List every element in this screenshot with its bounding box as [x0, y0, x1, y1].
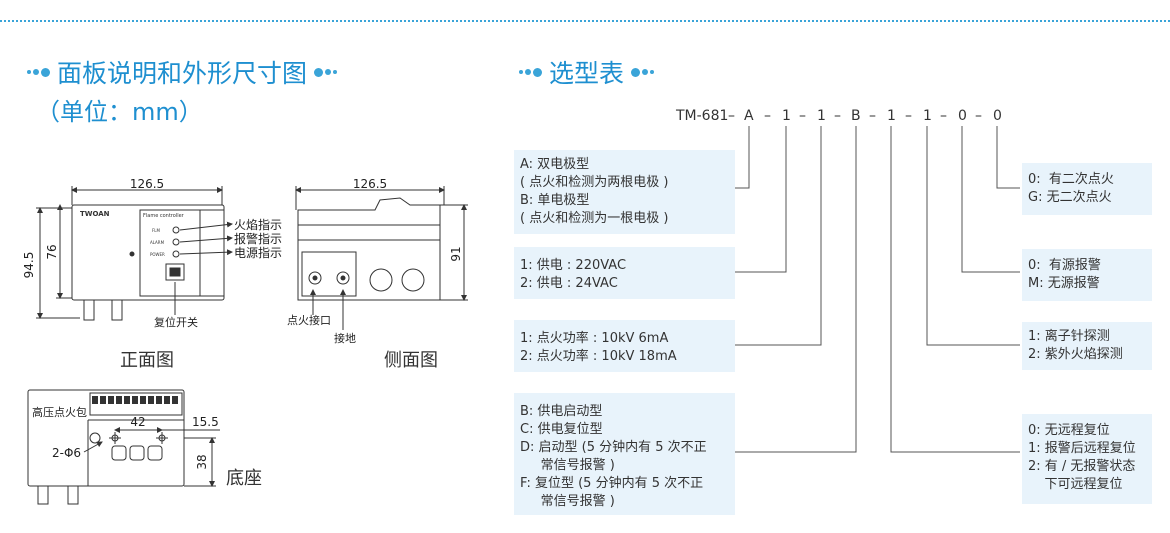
option-line: M: 无源报警: [1028, 276, 1100, 291]
base-dim-38: 38: [195, 454, 209, 469]
base-view-drawing: [27, 389, 220, 505]
option-box-electrode-type: A: 双电极型 ( 点火和检测为两根电极 ) B: 单电极型 ( 点火和检测为一…: [514, 150, 735, 234]
option-line: 2: 紫外火焰探测: [1028, 347, 1123, 362]
front-panel-title: Flame controller: [143, 213, 185, 219]
front-led-label: POWER: [150, 252, 165, 257]
base-dim-15-5: 15.5: [192, 415, 219, 429]
top-dotted-rule: [0, 20, 1170, 22]
left-section-subtitle: （单位：mm）: [36, 98, 203, 126]
model-code-prefix: TM-681: [676, 108, 729, 124]
option-line: A: 双电极型: [520, 157, 590, 172]
base-terminal-strip: [92, 396, 178, 404]
option-line: 2: 供电 : 24VAC: [520, 276, 618, 291]
option-line: D: 启动型 (5 分钟内有 5 次不正: [520, 440, 707, 455]
header-deco-left-icon: [26, 67, 51, 77]
option-line: ( 点火和检测为一根电极 ): [520, 211, 669, 226]
model-code-sep: –: [975, 108, 982, 124]
header-deco-left-icon: [518, 67, 543, 77]
power-indicator-label: 电源指示: [234, 245, 282, 260]
side-height-dim: 91: [449, 246, 463, 261]
model-code-connectors: [735, 126, 1020, 453]
model-code-sep: –: [905, 108, 912, 124]
model-code-sep: –: [728, 108, 735, 124]
option-line: 1: 点火功率 : 10kV 6mA: [520, 331, 669, 346]
front-led-label: ALARM: [150, 240, 165, 245]
option-line: ( 点火和检测为两根电极 ): [520, 175, 669, 190]
side-width-dim: 126.5: [353, 177, 387, 191]
option-line: F: 复位型 (5 分钟内有 5 次不正: [520, 476, 704, 491]
option-line: 常信号报警 ): [520, 458, 615, 473]
option-line: B: 供电启动型: [520, 404, 603, 419]
ground-label: 接地: [334, 332, 356, 345]
ignition-pack-label: 高压点火包: [32, 405, 87, 419]
option-box-secondary-ignition: 0: 有二次点火 G: 无二次点火: [1022, 163, 1152, 215]
model-code-sep: –: [940, 108, 947, 124]
option-line: 2: 有 / 无报警状态: [1028, 459, 1136, 474]
base-hole-label: 2-Φ6: [52, 446, 81, 460]
header-deco-right-icon: [630, 67, 655, 77]
option-line: 2: 点火功率 : 10kV 18mA: [520, 349, 677, 364]
option-line: C: 供电复位型: [520, 422, 603, 437]
model-code-segment: 0: [993, 108, 1002, 124]
option-line: G: 无二次点火: [1028, 190, 1112, 205]
option-line: 0: 有源报警: [1028, 258, 1101, 273]
option-line: 0: 有二次点火: [1028, 172, 1114, 187]
base-dim-42: 42: [130, 415, 145, 429]
front-brand-logo: TWOAN: [80, 210, 110, 218]
base-view-caption: 底座: [226, 468, 262, 489]
model-code-segment: 0: [958, 108, 967, 124]
model-code-segment: 1: [782, 108, 791, 124]
left-section-title: 面板说明和外形尺寸图: [57, 59, 308, 88]
right-section-header: 选型表: [512, 54, 661, 90]
model-code-segment: 1: [817, 108, 826, 124]
front-height-outer-dim: 94.5: [22, 252, 36, 279]
model-code-segment: 1: [923, 108, 932, 124]
reset-switch-label: 复位开关: [154, 315, 198, 329]
ignition-port-label: 点火接口: [287, 314, 331, 327]
option-line: 1: 供电 : 220VAC: [520, 258, 627, 273]
option-box-remote-reset: 0: 无远程复位 1: 报警后远程复位 2: 有 / 无报警状态 下可远程复位: [1022, 414, 1152, 504]
front-height-inner-dim: 76: [45, 244, 59, 259]
option-box-ignition-power: 1: 点火功率 : 10kV 6mA 2: 点火功率 : 10kV 18mA: [514, 320, 735, 372]
header-deco-right-icon: [313, 67, 338, 77]
option-box-detection: 1: 离子针探测 2: 紫外火焰探测: [1022, 322, 1152, 370]
right-section-title: 选型表: [549, 59, 625, 88]
model-code-segment: A: [744, 108, 754, 124]
option-box-start-mode: B: 供电启动型 C: 供电复位型 D: 启动型 (5 分钟内有 5 次不正 常…: [514, 393, 735, 515]
left-section-header: 面板说明和外形尺寸图: [20, 54, 344, 90]
model-code-sep: –: [869, 108, 876, 124]
side-view-caption: 侧面图: [384, 350, 438, 371]
option-line: 下可远程复位: [1028, 477, 1123, 492]
flame-indicator-label: 火焰指示: [234, 217, 282, 232]
option-line: 1: 报警后远程复位: [1028, 441, 1136, 456]
front-view-caption: 正面图: [120, 350, 174, 371]
model-code-segment: B: [851, 108, 861, 124]
option-box-power-supply: 1: 供电 : 220VAC 2: 供电 : 24VAC: [514, 247, 735, 299]
front-led-label: FLM: [152, 228, 161, 233]
front-view-drawing: [36, 186, 233, 321]
option-box-alarm-type: 0: 有源报警 M: 无源报警: [1022, 249, 1152, 301]
option-line: 常信号报警 ): [520, 494, 615, 509]
model-code-segment: 1: [887, 108, 896, 124]
side-view-drawing: [295, 186, 468, 330]
model-code-sep: –: [764, 108, 771, 124]
model-code-sep: –: [834, 108, 841, 124]
option-line: 0: 无远程复位: [1028, 423, 1110, 438]
option-line: B: 单电极型: [520, 193, 590, 208]
front-width-dim: 126.5: [130, 177, 164, 191]
alarm-indicator-label: 报警指示: [234, 231, 282, 246]
option-line: 1: 离子针探测: [1028, 329, 1110, 344]
model-code-sep: –: [799, 108, 806, 124]
